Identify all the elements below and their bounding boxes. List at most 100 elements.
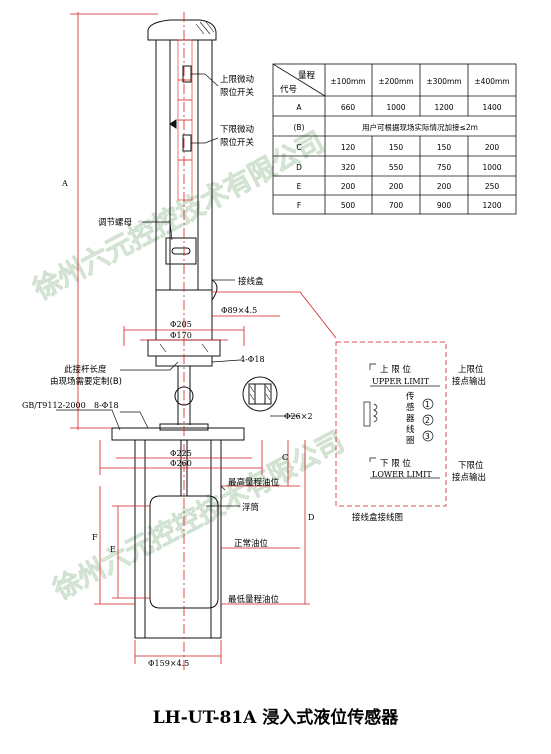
float-chamber [134, 439, 222, 639]
label-max-oil: 最高量程油位 [228, 477, 280, 488]
table-cell: 200 [437, 182, 452, 191]
label-standard: GB/T9112-2000 [22, 401, 86, 410]
label-upper-switch-1: 上限微动 [220, 74, 255, 85]
table-cell: 1200 [434, 103, 453, 112]
table-cell: 900 [437, 201, 452, 210]
table-corner-top: 量程 [298, 71, 316, 81]
label-float: 浮筒 [242, 502, 259, 513]
table-cell: 660 [341, 103, 356, 112]
dim-d260: Φ260 [170, 459, 192, 468]
terminal-label-1: 1 [425, 400, 430, 409]
table-cell: 1000 [482, 163, 501, 172]
label-rod-length-2: 由现场需要定制(B) [50, 376, 122, 387]
table-header-cell: ±300mm [426, 77, 461, 86]
table-grid [272, 63, 517, 215]
label-junction-box: 接线盒 [238, 276, 264, 287]
dim-E: E [110, 545, 116, 554]
dim-holes-top: 4-Φ18 [240, 355, 265, 364]
upper-limit-en: UPPER LIMIT [372, 377, 430, 386]
table-cell: 500 [341, 201, 356, 210]
table-header-cell: ±200mm [378, 77, 413, 86]
pointer [169, 119, 177, 129]
winding-3: 器 [406, 414, 415, 424]
label-upper-switch-2: 限位开关 [220, 87, 255, 98]
terminal-3 [422, 430, 434, 442]
terminal-1 [422, 398, 434, 410]
top-cap [147, 19, 217, 41]
watermark-text-2: 徐州六元控控技术有限公司 [47, 426, 349, 607]
dim-d89: Φ89×4.5 [221, 306, 257, 315]
table-row-code: A [296, 103, 302, 112]
winding-2: 感 [406, 402, 415, 413]
table-cell: 200 [341, 182, 356, 191]
dim-d26: Φ26×2 [284, 412, 313, 421]
dimension-lines [70, 12, 447, 670]
table-cell: 250 [485, 182, 500, 191]
table-cell: 200 [485, 143, 500, 152]
terminal-label-2: 2 [425, 416, 430, 425]
terminal-2 [422, 414, 434, 426]
table-cell: 1400 [482, 103, 501, 112]
table-cell: 320 [341, 163, 356, 172]
winding-4: 线 [406, 424, 415, 435]
table-row-code: D [296, 163, 302, 172]
table-cell: 1000 [386, 103, 405, 112]
junction-box-bulge [211, 279, 218, 301]
upper-out-2: 接点输出 [452, 376, 486, 387]
table-row-code: E [297, 182, 302, 191]
upper-limit-cn: 上 限 位 [380, 364, 411, 375]
dimension-labels: A Φ89×4.5 Φ205 Φ170 4-Φ18 8-Φ18 Φ26×2 Φ2… [61, 179, 314, 668]
table-cell: 200 [389, 182, 404, 191]
table-cell: 150 [437, 143, 452, 152]
lower-out-1: 下限位 [458, 460, 484, 471]
label-adjust-nut: 调节螺母 [98, 217, 132, 228]
dim-A: A [61, 179, 68, 188]
annotation-labels: 上限微动 限位开关 下限微动 限位开关 调节螺母 接线盒 此接杆长度 由现场需要… [22, 74, 280, 605]
table-cell: 700 [389, 201, 404, 210]
table-cell: 120 [341, 143, 356, 152]
dim-holes-flange: 8-Φ18 [94, 401, 119, 410]
label-lower-switch-1: 下限微动 [220, 124, 255, 135]
dim-d170: Φ170 [170, 331, 192, 340]
table-cell: 150 [389, 143, 404, 152]
lower-limit-en: LOWER LIMIT [372, 470, 432, 479]
lower-limit-cn: 下 限 位 [380, 458, 411, 469]
winding-1: 传 [406, 391, 415, 402]
dim-d225: Φ225 [170, 449, 192, 458]
table-corner-bottom: 代号 [280, 84, 297, 95]
label-normal-oil: 正常油位 [234, 538, 269, 549]
table-cell: 550 [389, 163, 404, 172]
wiring-caption: 接线盒接线图 [352, 512, 403, 523]
page-title: LH-UT-81A 浸入式液位传感器 [152, 708, 399, 728]
terminal-label-3: 3 [425, 432, 430, 441]
dim-d205: Φ205 [170, 320, 192, 329]
wiring-diagram: 上 限 位 UPPER LIMIT 下 限 位 LOWER LIMIT 1 2 … [352, 363, 486, 523]
table-row-code: C [296, 143, 301, 152]
label-min-oil: 最低量程油位 [228, 594, 280, 605]
table-span-cell: 用户可根据现场实际情况加接≤2m [362, 122, 478, 132]
upper-out-1: 上限位 [458, 364, 484, 375]
dim-F: F [92, 533, 98, 542]
label-rod-length-1: 此接杆长度 [64, 364, 107, 375]
table-header-cell: ±400mm [474, 77, 509, 86]
float-body [149, 495, 219, 609]
hatching [159, 21, 271, 401]
table-row-code: F [297, 201, 301, 210]
label-lower-switch-2: 限位开关 [220, 137, 255, 148]
lower-out-2: 接点输出 [452, 472, 486, 483]
detail-circle [242, 376, 278, 412]
winding-5: 圈 [406, 436, 415, 446]
leaders [56, 73, 300, 507]
table-row-code: (B) [294, 123, 305, 132]
watermark-text-1: 徐州六元控控技术有限公司 [27, 126, 329, 307]
table-cell: 750 [437, 163, 452, 172]
dim-D: D [308, 513, 314, 522]
dim-d159: Φ159×4.5 [148, 659, 189, 668]
table-header-cell: ±100mm [330, 77, 365, 86]
dim-C: C [282, 453, 288, 462]
table-cell: 1200 [482, 201, 501, 210]
adjust-nut [165, 237, 197, 265]
